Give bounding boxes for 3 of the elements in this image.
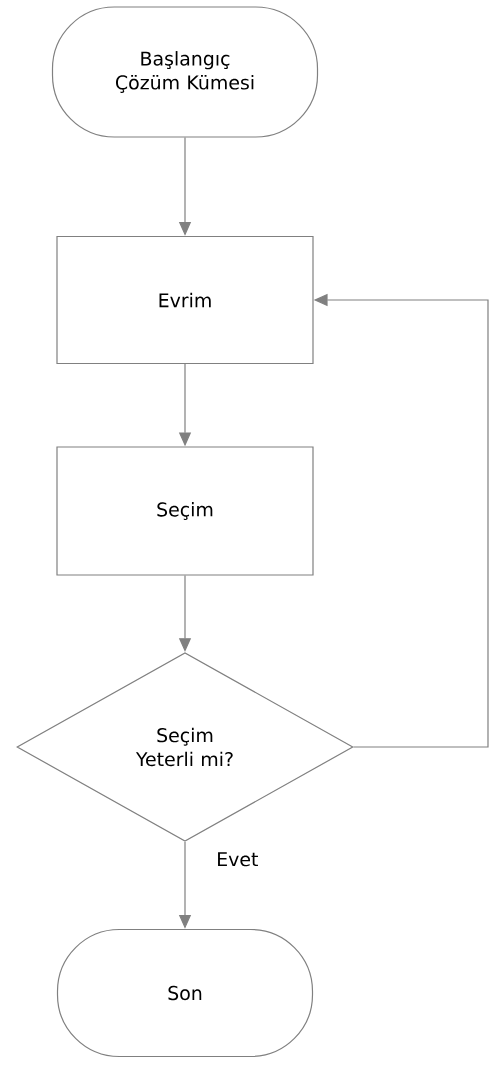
process-box: Evrim xyxy=(56,235,314,365)
edge-label: Evet xyxy=(215,851,260,868)
process-box: Seçim xyxy=(56,446,314,576)
